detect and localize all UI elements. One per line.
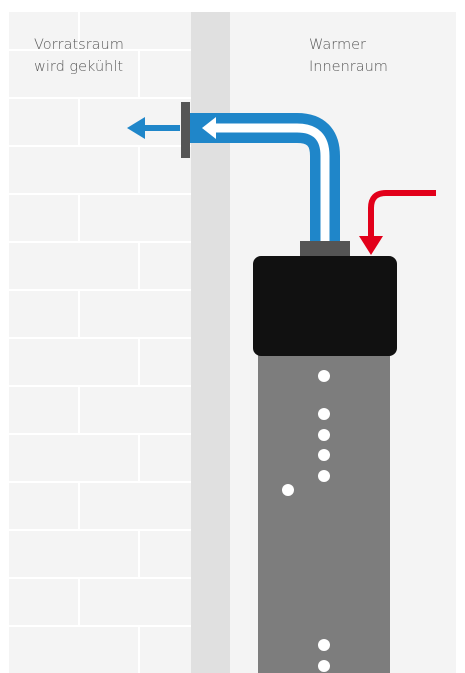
exhaust-pipe: [189, 113, 340, 243]
bubble: [318, 370, 330, 382]
bubble: [318, 470, 330, 482]
arrow-left-icon: [127, 117, 180, 139]
wall-core: [191, 12, 230, 673]
unit-head: [253, 256, 397, 356]
warm-room-label: Warmer Innenraum: [309, 37, 388, 75]
bubble: [318, 408, 330, 420]
bubble: [282, 484, 294, 496]
inner-flow-arrowhead: [202, 117, 216, 139]
unit-body: [258, 350, 390, 673]
bubble: [318, 660, 330, 672]
storage-room-label: Vorratsraum wird gekühlt: [34, 37, 124, 75]
pipe-connector: [300, 241, 350, 258]
bubble: [318, 429, 330, 441]
bubble: [318, 449, 330, 461]
wall-flange: [181, 102, 190, 158]
arrow-down-icon: [359, 190, 436, 255]
storage-room-brick-wall: [9, 12, 191, 673]
bubble: [318, 639, 330, 651]
air-bubbles: [282, 370, 330, 672]
